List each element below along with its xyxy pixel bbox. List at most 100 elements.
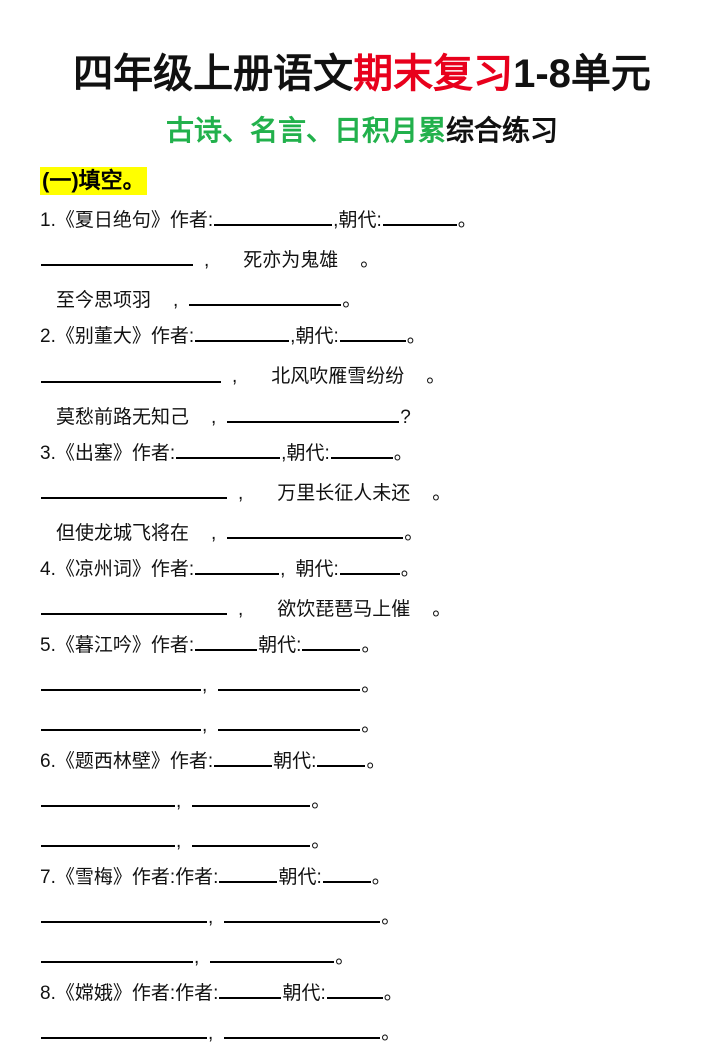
verse-comma-7a: , xyxy=(208,907,214,929)
verse-blank-6b2[interactable] xyxy=(192,827,311,848)
verse-blank-5a1[interactable] xyxy=(41,671,201,691)
poem-title-7: 《雪梅》 xyxy=(55,867,132,889)
title-part-3: 1-8单元 xyxy=(513,52,651,96)
dynasty-blank-7[interactable] xyxy=(322,863,371,884)
verse-blank-7a2[interactable] xyxy=(224,903,381,924)
verse-line-2b: 莫愁前路无知己,? xyxy=(40,403,684,427)
end-punct-7: 。 xyxy=(371,867,391,889)
poem-title-8: 《嫦娥》 xyxy=(55,983,132,1005)
question-head-6: 6.《题西林壁》作者:朝代:。 xyxy=(40,747,684,771)
verse-end-5a: 。 xyxy=(361,674,381,696)
subtitle-part-green: 古诗、名言、日积月累 xyxy=(165,115,446,146)
verse-end-2b: ? xyxy=(400,406,411,428)
dynasty-label-6: 朝代: xyxy=(273,751,317,772)
dynasty-blank-5[interactable] xyxy=(302,631,361,651)
dynasty-blank-3[interactable] xyxy=(330,439,393,459)
separator-4: , xyxy=(280,558,286,580)
verse-line-1b: 至今思项羽,。 xyxy=(40,286,684,310)
author-blank-5[interactable] xyxy=(195,631,258,651)
verse-blank-5b1[interactable] xyxy=(41,711,201,731)
verse-line-1a: ,死亦为鬼雄。 xyxy=(40,246,684,270)
author-blank-3[interactable] xyxy=(176,439,281,459)
title-part-red: 期末复习 xyxy=(353,52,514,96)
verse-line-6b: ,。 xyxy=(40,827,684,851)
verse-line-7a: ,。 xyxy=(40,903,684,927)
verse-text-2a: 北风吹雁雪纷纷 xyxy=(271,366,405,388)
verse-blank-5a2[interactable] xyxy=(218,671,361,691)
verse-blank-6a2[interactable] xyxy=(192,787,311,808)
dynasty-blank-6[interactable] xyxy=(317,747,366,767)
dynasty-blank-2[interactable] xyxy=(339,322,406,343)
question-head-7: 7.《雪梅》作者:作者:朝代:。 xyxy=(40,863,684,887)
dynasty-blank-1[interactable] xyxy=(382,206,457,227)
question-head-4: 4.《凉州词》作者:,朝代:。 xyxy=(40,555,684,579)
separator-2: , xyxy=(290,326,296,348)
poem-title-1: 《夏日绝句》 xyxy=(55,210,170,232)
end-punct-3: 。 xyxy=(393,442,413,464)
question-head-8: 8.《嫦娥》作者:作者:朝代:。 xyxy=(40,979,684,1003)
poem-title-4: 《凉州词》 xyxy=(55,558,151,580)
verse-end-1a: 。 xyxy=(360,250,380,272)
question-number-7: 7. xyxy=(40,867,56,889)
question-number-6: 6. xyxy=(40,751,56,772)
verse-blank-3a[interactable] xyxy=(41,479,227,499)
question-number-4: 4. xyxy=(40,558,56,580)
poem-title-6: 《题西林壁》 xyxy=(55,751,170,772)
author-blank-7[interactable] xyxy=(219,863,278,884)
page-title: 四年级上册语文期末复习1-8单元 xyxy=(40,0,684,96)
verse-comma-1b: , xyxy=(173,290,179,312)
author-blank-8[interactable] xyxy=(219,979,282,1000)
verse-end-5b: 。 xyxy=(361,714,381,736)
question-number-3: 3. xyxy=(40,442,56,464)
dynasty-blank-8[interactable] xyxy=(326,979,383,1000)
author-label-7: 作者:作者: xyxy=(131,867,219,889)
author-blank-6[interactable] xyxy=(214,747,273,767)
verse-end-6a: 。 xyxy=(311,791,331,813)
verse-text-3b: 但使龙城飞将在 xyxy=(56,522,190,544)
verse-blank-1a[interactable] xyxy=(41,246,193,267)
author-blank-1[interactable] xyxy=(214,206,333,227)
separator-3: , xyxy=(281,442,287,464)
verse-comma-5b: , xyxy=(202,714,208,736)
author-blank-2[interactable] xyxy=(195,322,290,343)
dynasty-label-4: 朝代: xyxy=(295,558,339,580)
verse-blank-8a2[interactable] xyxy=(224,1019,381,1040)
verse-blank-3b[interactable] xyxy=(227,519,404,539)
author-label-6: 作者: xyxy=(169,751,214,772)
verse-line-5a: ,。 xyxy=(40,671,684,695)
verse-line-8a: ,。 xyxy=(40,1019,684,1043)
verse-blank-8a1[interactable] xyxy=(41,1019,207,1040)
question-number-5: 5. xyxy=(40,634,56,656)
verse-blank-4a[interactable] xyxy=(41,595,227,615)
verse-line-2a: ,北风吹雁雪纷纷。 xyxy=(40,362,684,388)
poem-title-3: 《出塞》 xyxy=(55,442,132,464)
verse-end-3a: 。 xyxy=(432,482,452,504)
verse-blank-7a1[interactable] xyxy=(41,903,207,924)
verse-comma-3a: , xyxy=(238,482,244,504)
poem-title-2: 《别董大》 xyxy=(55,326,151,348)
question-list: 1.《夏日绝句》作者:,朝代:。 ,死亦为鬼雄。 至今思项羽,。 2.《别董大》… xyxy=(40,206,684,1043)
verse-blank-5b2[interactable] xyxy=(218,711,361,731)
section-header-label: (一)填空。 xyxy=(40,166,147,195)
verse-blank-1b[interactable] xyxy=(189,286,342,307)
question-number-8: 8. xyxy=(40,983,56,1005)
verse-blank-7b2[interactable] xyxy=(210,943,335,964)
verse-blank-2a[interactable] xyxy=(41,362,221,383)
verse-blank-6a1[interactable] xyxy=(41,787,175,808)
verse-blank-6b1[interactable] xyxy=(41,827,175,848)
author-blank-4[interactable] xyxy=(195,555,280,575)
verse-text-3a: 万里长征人未还 xyxy=(277,482,411,504)
poem-title-5: 《暮江吟》 xyxy=(55,634,151,656)
verse-comma-4a: , xyxy=(238,598,244,620)
page-subtitle: 古诗、名言、日积月累综合练习 xyxy=(40,96,684,147)
verse-end-8a: 。 xyxy=(381,1023,401,1044)
verse-text-2b: 莫愁前路无知己 xyxy=(56,406,190,428)
verse-blank-7b1[interactable] xyxy=(41,943,193,964)
verse-blank-2b[interactable] xyxy=(227,403,400,423)
verse-comma-6a: , xyxy=(176,791,182,813)
verse-line-5b: ,。 xyxy=(40,711,684,735)
verse-text-1b: 至今思项羽 xyxy=(56,290,152,312)
subtitle-part-black: 综合练习 xyxy=(446,115,559,146)
dynasty-blank-4[interactable] xyxy=(339,555,400,575)
section-header: (一)填空。 xyxy=(40,147,684,195)
